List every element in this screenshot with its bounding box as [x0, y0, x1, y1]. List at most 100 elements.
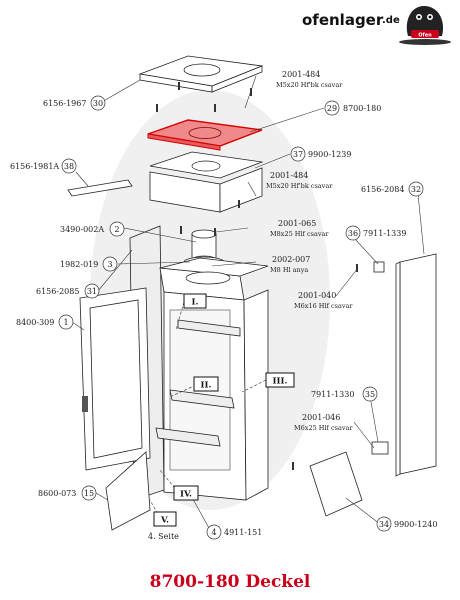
part-code: 4911-151: [224, 528, 262, 537]
part-label-15: 8600-073 15: [38, 485, 97, 501]
part-number-circle: [102, 256, 118, 272]
part-number-circle: [362, 386, 378, 402]
screw-markers: [156, 82, 358, 470]
part-label-30: 6156-1967 30: [43, 95, 106, 111]
part-code: 6156-1967: [43, 99, 86, 108]
part-number: 37: [293, 150, 303, 159]
part-number: 34: [379, 520, 389, 529]
bracket-upper: [373, 261, 385, 273]
part-number: 4: [211, 528, 216, 537]
screw-label-5: 2001-040 M6x16 Hlf csavar: [294, 291, 353, 310]
part-number-circle: [206, 524, 222, 540]
screw-code: 2001-484: [282, 70, 320, 79]
svg-text:V.: V.: [160, 516, 169, 526]
part-code: 9900-1239: [308, 150, 351, 159]
top-plate: [138, 55, 264, 93]
side-panel: [395, 253, 437, 477]
part-code: 9900-1240: [394, 520, 437, 529]
part-label-37: 37 9900-1239: [290, 146, 351, 162]
roman-label-1: I.: [183, 293, 207, 309]
side-strip: [67, 179, 133, 197]
roman-label-4: IV.: [173, 485, 199, 501]
part-number: 35: [365, 390, 375, 399]
part-number-circle: [290, 146, 306, 162]
svg-text:II.: II.: [201, 381, 212, 391]
part-label-38: 6156-1981A 38: [10, 158, 77, 174]
part-number-circle: [58, 314, 74, 330]
highlighted-cover: [147, 119, 263, 151]
part-label-29: 29 8700-180: [324, 100, 381, 116]
part-number-circle: [324, 100, 340, 116]
screw-label-3: 2001-065 M8x25 Hlf csavar: [270, 219, 329, 238]
part-label-32: 6156-2084 32: [361, 181, 424, 197]
mascot-badge-text: Ofen: [418, 33, 432, 39]
screw-code: 2001-046: [302, 413, 340, 422]
part-code: 8600-073: [38, 489, 76, 498]
screw-label-2: 2001-484 M5x20 Hf'bk csavar: [266, 171, 333, 190]
screw-desc: M5x20 Hf'bk csavar: [266, 182, 333, 190]
screw-desc: M5x20 Hf'bk csavar: [276, 81, 343, 89]
part-number: 29: [327, 104, 337, 113]
part-label-31: 6156-2085 31: [36, 283, 100, 299]
screw-label-6: 2001-046 M6x25 Hlf csavar: [294, 413, 353, 432]
part-number: 2: [114, 225, 119, 234]
part-code: 6156-1981A: [10, 162, 59, 171]
svg-text:I.: I.: [192, 298, 199, 308]
part-number-circle: [90, 95, 106, 111]
part-number-circle: [61, 158, 77, 174]
screw-label-1: 2001-484 M5x20 Hf'bk csavar: [276, 70, 343, 89]
part-label-2: 3490-002A 2: [60, 221, 125, 237]
screw-code: 2001-484: [270, 171, 308, 180]
part-code: 3490-002A: [60, 225, 104, 234]
screw-desc: M6x16 Hlf csavar: [294, 302, 353, 310]
screw-desc: M8x25 Hlf csavar: [270, 230, 329, 238]
part-number: 3: [107, 260, 112, 269]
part-number-circle: [345, 225, 361, 241]
roman-label-2: II.: [193, 376, 219, 392]
part-number: 15: [84, 489, 94, 498]
part-number: 31: [87, 287, 97, 296]
logo: ofenlager .de Ofen: [302, 6, 451, 45]
mascot-icon: Ofen: [399, 6, 451, 45]
base-panel: [309, 451, 363, 517]
part-label-35: 7911-1330 35: [311, 386, 378, 402]
screw-label-4: 2002-007 M8 Hl anya: [270, 255, 310, 274]
part-number-circle: [84, 283, 100, 299]
part-number: 38: [64, 162, 74, 171]
part-number-circle: [376, 516, 392, 532]
svg-text:III.: III.: [273, 377, 288, 387]
internal-plates: [155, 319, 241, 447]
leader-lines: [71, 75, 425, 531]
part-number: 32: [411, 185, 421, 194]
screw-code: 2001-065: [278, 219, 316, 228]
frame-plate: [149, 151, 264, 213]
part-number: 36: [348, 229, 358, 238]
stove-body: [129, 225, 269, 501]
part-label-1: 8400-309 1: [16, 314, 74, 330]
logo-text: ofenlager: [302, 11, 384, 29]
caption: 8700-180 Deckel: [150, 572, 311, 592]
part-code: 7911-1330: [311, 390, 354, 399]
screw-code: 2002-007: [272, 255, 310, 264]
part-code: 6156-2085: [36, 287, 79, 296]
part-code: 1982-019: [60, 260, 98, 269]
part-number-circle: [109, 221, 125, 237]
part-label-3: 1982-019 3: [60, 256, 118, 272]
svg-text:IV.: IV.: [180, 490, 192, 500]
bracket-lower: [371, 441, 389, 455]
part-code: 6156-2084: [361, 185, 404, 194]
part-code: 8700-180: [343, 104, 381, 113]
part-code: 7911-1339: [363, 229, 406, 238]
part-number-circle: [408, 181, 424, 197]
door: [79, 287, 151, 471]
roman-label-5: V.: [153, 511, 177, 527]
screw-code: 2001-040: [298, 291, 336, 300]
part-code: 8400-309: [16, 318, 54, 327]
part-number-circle: [81, 485, 97, 501]
logo-suffix: .de: [382, 15, 400, 26]
ash-door: [105, 451, 151, 531]
roman-label-3: III.: [265, 372, 295, 388]
part-label-4: 4 4911-151: [206, 524, 262, 540]
part-label-34: 34 9900-1240: [376, 516, 437, 532]
